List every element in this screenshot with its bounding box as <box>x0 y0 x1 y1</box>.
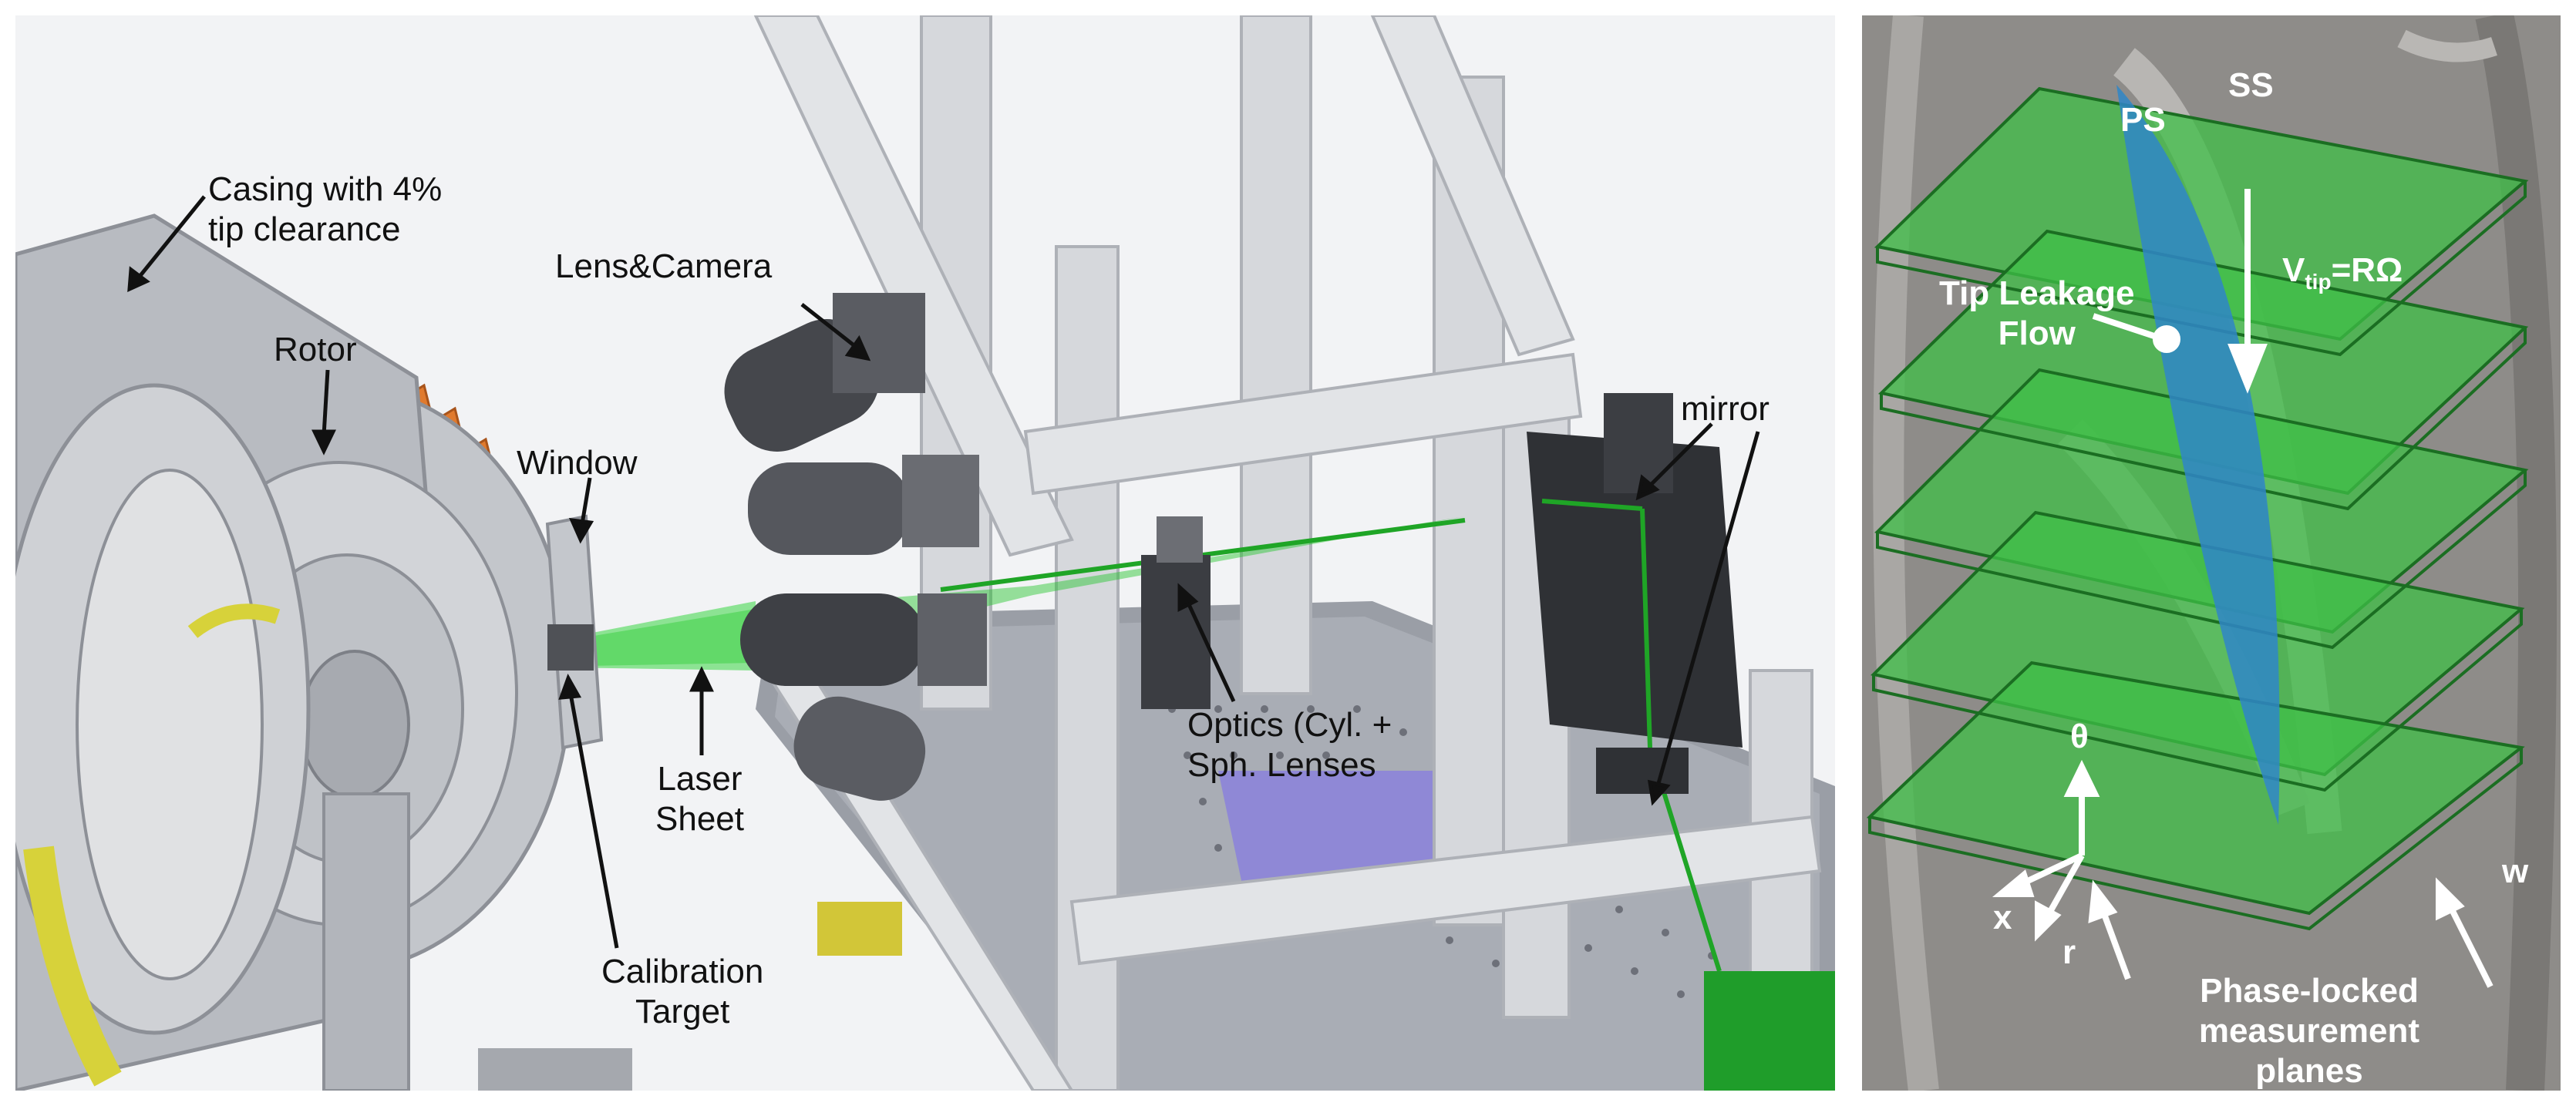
window-label: Window <box>517 444 638 482</box>
calibration-label-line1: Calibration <box>601 953 764 990</box>
camera-group <box>724 293 987 801</box>
vtip-sub: tip <box>2305 269 2332 294</box>
tip-leakage-label: Tip Leakage Flow <box>1939 274 2135 354</box>
yellow-teeth <box>23 845 122 1087</box>
shaft <box>299 650 410 799</box>
vtip-rest: =RΩ <box>2331 251 2403 289</box>
optics-label-line2: Sph. Lenses <box>1187 746 1376 784</box>
w-label: w <box>2502 852 2529 890</box>
mirror-mount-lower <box>1596 748 1689 794</box>
calibration-target <box>547 624 594 671</box>
laser-sheet-label-line1: Laser <box>657 760 742 798</box>
mirror-mount-upper <box>1604 393 1673 493</box>
setup-illustration <box>15 15 1835 1091</box>
laser-sheet-label-line2: Sheet <box>655 800 744 838</box>
mirror-label: mirror <box>1681 390 1770 428</box>
ss-label: SS <box>2228 66 2274 104</box>
rotor-label: Rotor <box>274 331 357 368</box>
planes-illustration <box>1862 15 2561 1091</box>
casing-label: Casing with 4% tip clearance <box>208 170 442 250</box>
theta-label: θ <box>2070 718 2089 755</box>
ps-label: PS <box>2120 101 2166 139</box>
tip-leakage-line1: Tip Leakage <box>1939 274 2135 312</box>
optics-label: Optics (Cyl. + Sph. Lenses <box>1187 705 1392 785</box>
blue-blade <box>2116 85 2280 825</box>
experimental-setup-panel: Casing with 4% tip clearance Rotor Windo… <box>15 15 1835 1091</box>
plane-edges <box>1868 181 2527 931</box>
vector-arrows <box>1992 189 2494 988</box>
backdrop-panel <box>1527 432 1743 748</box>
x-label: x <box>1993 899 2012 936</box>
calibration-label: Calibration Target <box>601 952 763 1032</box>
optics-mount <box>1141 555 1211 709</box>
planes-label-line2: measurement planes <box>2198 1012 2420 1090</box>
r-label: r <box>2062 933 2076 971</box>
tip-leakage-line2: Flow <box>1998 314 2076 352</box>
casing-label-line1: Casing with 4% <box>208 170 443 208</box>
measurement-planes-panel: PS SS Vtip=RΩ Tip Leakage Flow θ x r w P… <box>1862 15 2561 1091</box>
planes-label: Phase-locked measurement planes <box>2147 971 2471 1091</box>
yellow-bracket <box>817 902 902 956</box>
laser-sheet-label: Laser Sheet <box>655 759 744 839</box>
leader-arrows <box>127 195 1760 949</box>
vtip-main: V <box>2282 251 2305 289</box>
lens-camera-label: Lens&Camera <box>555 247 773 285</box>
casing-label-line2: tip clearance <box>208 210 401 248</box>
vtip-label: Vtip=RΩ <box>2282 250 2403 302</box>
frame-beams <box>753 15 1822 1091</box>
planes-label-line1: Phase-locked <box>2200 972 2419 1010</box>
laser-source <box>1704 971 1835 1091</box>
calibration-label-line2: Target <box>635 993 730 1030</box>
optics-label-line1: Optics (Cyl. + <box>1187 706 1392 744</box>
